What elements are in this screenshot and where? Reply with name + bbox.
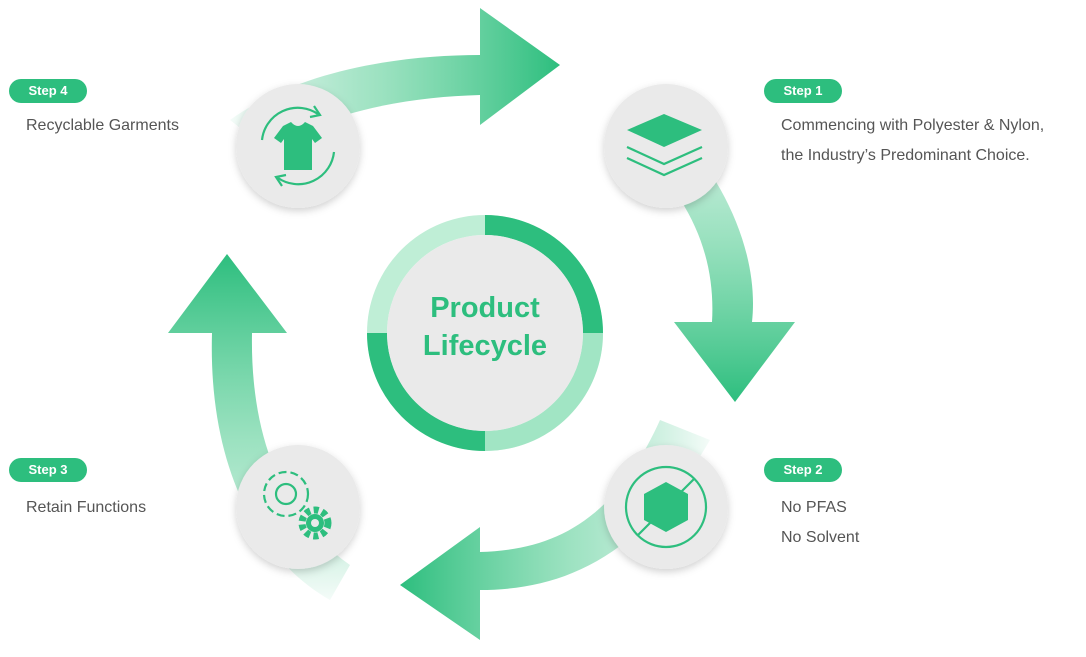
- step1-badge: Step 1: [764, 79, 842, 103]
- step2-line2: No Solvent: [781, 529, 860, 546]
- step2-line1: No PFAS: [781, 499, 847, 516]
- step1-icon-circle: [604, 84, 728, 208]
- center-title-line2: Lifecycle: [422, 330, 548, 362]
- step4-badge: Step 4: [9, 79, 87, 103]
- layers-icon: [626, 114, 703, 177]
- step2-icon-circle: [604, 445, 728, 569]
- gears-icon: [262, 470, 332, 540]
- center-title: Product Lifecycle: [385, 289, 585, 365]
- step3-description: Retain Functions: [26, 493, 146, 523]
- step3-line1: Retain Functions: [26, 499, 147, 516]
- step4-icon-circle: [236, 84, 360, 208]
- step3-badge: Step 3: [9, 458, 87, 482]
- step2-badge: Step 2: [764, 458, 842, 482]
- recycle-shirt-icon: [260, 105, 336, 187]
- no-hexagon-icon: [624, 465, 708, 549]
- center-ring: [367, 215, 603, 451]
- step2-description: No PFAS No Solvent: [781, 493, 859, 553]
- step1-description: Commencing with Polyester & Nylon, the I…: [781, 111, 1044, 171]
- step3-icon-circle: [236, 445, 360, 569]
- step1-line2: the Industry’s Predominant Choice.: [781, 147, 1030, 164]
- center-title-line1: Product: [430, 292, 540, 324]
- step4-description: Recyclable Garments: [26, 111, 179, 141]
- step4-line1: Recyclable Garments: [26, 117, 179, 134]
- cycle-arrow-left: [168, 254, 350, 600]
- step1-line1: Commencing with Polyester & Nylon,: [781, 117, 1045, 134]
